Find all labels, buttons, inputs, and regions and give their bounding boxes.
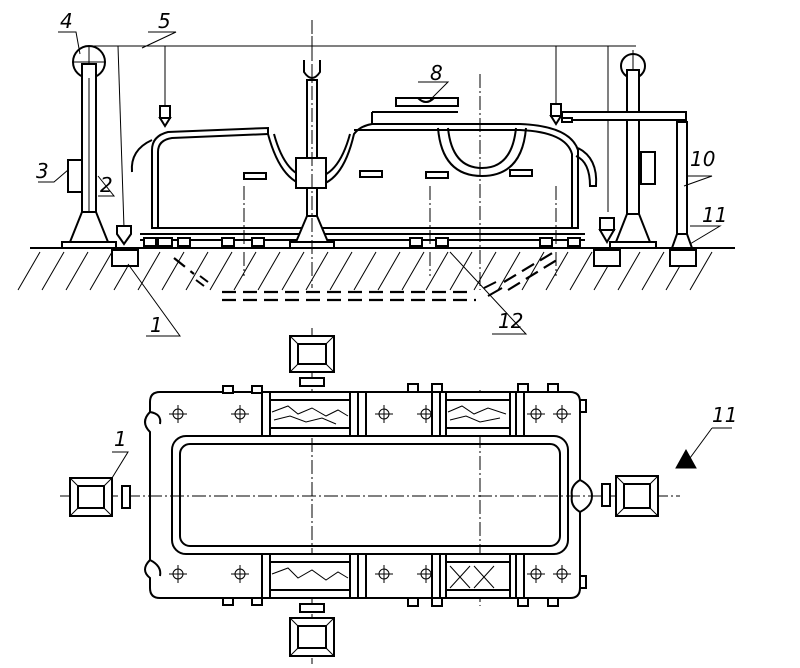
bolt-hole — [375, 565, 393, 583]
hatch-line — [137, 251, 161, 291]
hook-right — [549, 46, 563, 126]
plan-frame-inner — [171, 435, 569, 555]
bolt-hole — [231, 405, 249, 423]
plan-jack-bottom — [289, 603, 335, 657]
left-mast — [61, 45, 125, 249]
hatch-line — [449, 251, 473, 291]
right-mast — [561, 46, 687, 249]
traverse-beam — [371, 97, 459, 124]
jack-left — [111, 225, 139, 267]
marker-triangle — [675, 427, 732, 469]
base-blocks — [143, 237, 581, 247]
stator-frame — [130, 123, 598, 241]
hatch-line — [329, 251, 353, 291]
label-5: 5 — [158, 9, 171, 33]
hatch-line — [545, 251, 569, 291]
plan-jack-top — [289, 335, 335, 387]
hatch-line — [473, 251, 497, 291]
bolt-hole — [553, 405, 571, 423]
hatch-line — [89, 251, 113, 291]
section-divider — [261, 553, 271, 599]
hatch-line — [617, 251, 641, 291]
plan-view: 1 11 — [60, 328, 737, 664]
bolt-hole — [527, 405, 545, 423]
hatch-line — [161, 251, 185, 291]
label-11-bottom: 11 — [712, 403, 737, 427]
bolt-hole — [169, 565, 187, 583]
label-4: 4 — [60, 9, 73, 33]
label-2: 2 — [100, 173, 113, 197]
label-3: 3 — [36, 159, 49, 183]
coil-sections-bottom — [261, 553, 517, 599]
hatch-line — [401, 251, 425, 291]
bolt-hole — [553, 565, 571, 583]
hatch-line — [185, 251, 209, 291]
hatch-line — [209, 251, 233, 291]
coil-sections-top — [261, 391, 517, 437]
hook-left — [158, 46, 172, 128]
plan-jack-right — [601, 475, 659, 517]
bolt-holes — [169, 391, 571, 599]
hatch-line — [257, 251, 281, 291]
bolt-hole — [375, 405, 393, 423]
section-divider — [357, 553, 367, 599]
winch-left — [67, 159, 83, 193]
hatch-line — [497, 251, 521, 291]
hatch-line — [641, 251, 665, 291]
hatch-line — [521, 251, 545, 291]
hatch-line — [17, 251, 41, 291]
bolt-hole — [527, 565, 545, 583]
underground-channel — [173, 251, 561, 302]
hatch-line — [65, 251, 89, 291]
hatch-line — [233, 251, 257, 291]
elevation-view: 1 2 3 4 5 8 10 11 12 — [17, 9, 735, 337]
label-11-top: 11 — [702, 203, 727, 227]
winch-right — [640, 151, 656, 185]
hatch-line — [305, 251, 329, 291]
label-10: 10 — [690, 147, 715, 171]
hatch-line — [353, 251, 377, 291]
hatch-line — [41, 251, 65, 291]
hatch-line — [377, 251, 401, 291]
section-divider — [431, 553, 441, 599]
hatch-line — [281, 251, 305, 291]
hatch-line — [569, 251, 593, 291]
section-divider — [431, 391, 441, 437]
section-divider — [515, 553, 525, 599]
hatch-line — [689, 251, 713, 291]
label-1-bottom: 1 — [114, 427, 127, 451]
section-divider — [357, 391, 367, 437]
section-divider — [261, 391, 271, 437]
hatch-line — [425, 251, 449, 291]
label-12: 12 — [498, 309, 523, 333]
plan-jack-left — [69, 477, 131, 517]
label-1-top: 1 — [150, 313, 163, 337]
jack-right — [593, 217, 621, 267]
support-post — [669, 121, 697, 267]
section-divider — [515, 391, 525, 437]
leaders-top — [38, 31, 722, 337]
label-8: 8 — [430, 61, 443, 85]
bolt-hole — [231, 565, 249, 583]
bolt-hole — [169, 405, 187, 423]
